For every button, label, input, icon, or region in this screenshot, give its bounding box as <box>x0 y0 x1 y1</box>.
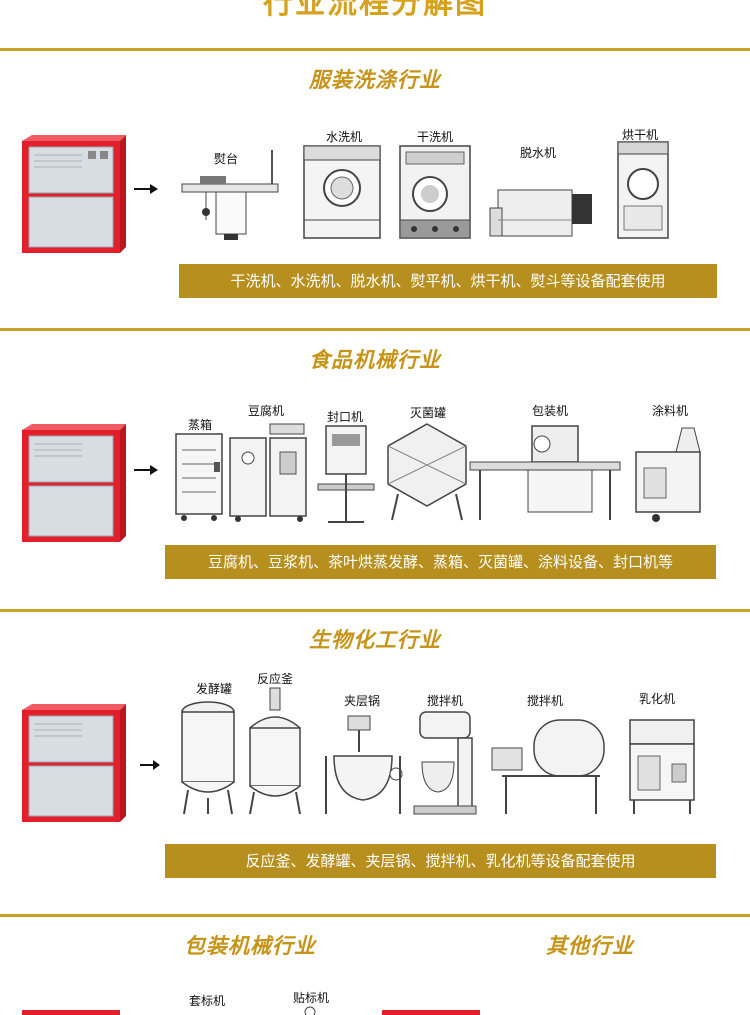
machine-label-coating-machine: 涂料机 <box>651 404 688 418</box>
machine-label-sleeve-labeler: 套标机 <box>188 994 225 1008</box>
boiler-cabinet-image <box>22 704 126 822</box>
steamer-image <box>175 433 223 521</box>
machine-label-tofu-machine: 豆腐机 <box>247 404 284 418</box>
mixer-1-image <box>413 711 477 815</box>
mixer-2-image <box>491 719 605 814</box>
page-title: 行业流程分解图 <box>263 0 487 21</box>
machine-label-emulsifier: 乳化机 <box>638 692 675 706</box>
washer-image <box>303 145 381 239</box>
dry-cleaner-image <box>399 145 471 239</box>
tumble-dryer-image <box>617 141 669 239</box>
tofu-machine-image <box>229 423 307 522</box>
jacketed-kettle-image <box>325 715 403 814</box>
boiler-cabinet-image <box>22 1010 120 1015</box>
section-title-food: 食品机械行业 <box>309 348 441 372</box>
boiler-cabinet-image <box>22 424 126 542</box>
sterilizer-image <box>387 423 467 521</box>
arrow-right-icon <box>140 760 160 770</box>
divider <box>0 48 750 51</box>
reactor-image <box>249 687 301 815</box>
machine-label-steamer: 蒸箱 <box>187 418 212 432</box>
fermenter-image <box>181 701 235 815</box>
machine-label-ironing-table: 熨台 <box>213 152 238 166</box>
section-title-other: 其他行业 <box>546 934 634 958</box>
machine-label-dry-cleaner: 干洗机 <box>416 130 453 144</box>
labeler-image <box>304 1006 316 1015</box>
boiler-cabinet-image <box>382 1010 480 1015</box>
machine-label-washer: 水洗机 <box>325 130 362 144</box>
machine-label-mixer-2: 搅拌机 <box>526 694 563 708</box>
machine-label-packaging-machine: 包装机 <box>531 404 568 418</box>
caption-bar-food: 豆腐机、豆浆机、茶叶烘蒸发酵、蒸箱、灭菌罐、涂料设备、封口机等 <box>165 545 716 579</box>
machine-label-sterilizer: 灭菌罐 <box>409 406 446 420</box>
machine-label-jacketed-kettle: 夹层锅 <box>343 694 380 708</box>
machine-label-labeler: 贴标机 <box>292 991 329 1005</box>
machine-label-reactor: 反应釜 <box>256 672 293 686</box>
divider <box>0 328 750 331</box>
packaging-machine-image <box>469 425 621 520</box>
arrow-right-icon <box>134 184 158 194</box>
coating-machine-image <box>635 427 701 522</box>
boiler-cabinet-image <box>22 135 126 253</box>
machine-label-fermenter: 发酵罐 <box>195 682 232 696</box>
machine-label-sealer: 封口机 <box>326 410 363 424</box>
section-title-bio: 生物化工行业 <box>309 628 441 652</box>
sealer-image <box>317 425 375 523</box>
section-title-laundry: 服装洗涤行业 <box>309 68 441 92</box>
divider <box>0 609 750 612</box>
ironing-table-image <box>181 150 279 240</box>
emulsifier-image <box>629 719 695 814</box>
arrow-right-icon <box>134 465 158 475</box>
machine-label-spin-dryer: 脱水机 <box>519 146 556 160</box>
caption-bar-bio: 反应釜、发酵罐、夹层锅、搅拌机、乳化机等设备配套使用 <box>165 844 716 878</box>
divider <box>0 914 750 917</box>
section-title-packaging: 包装机械行业 <box>184 934 316 958</box>
caption-bar-laundry: 干洗机、水洗机、脱水机、熨平机、烘干机、熨斗等设备配套使用 <box>179 264 717 298</box>
machine-label-tumble-dryer: 烘干机 <box>621 128 658 142</box>
machine-label-mixer-1: 搅拌机 <box>426 694 463 708</box>
spin-dryer-image <box>489 189 592 237</box>
